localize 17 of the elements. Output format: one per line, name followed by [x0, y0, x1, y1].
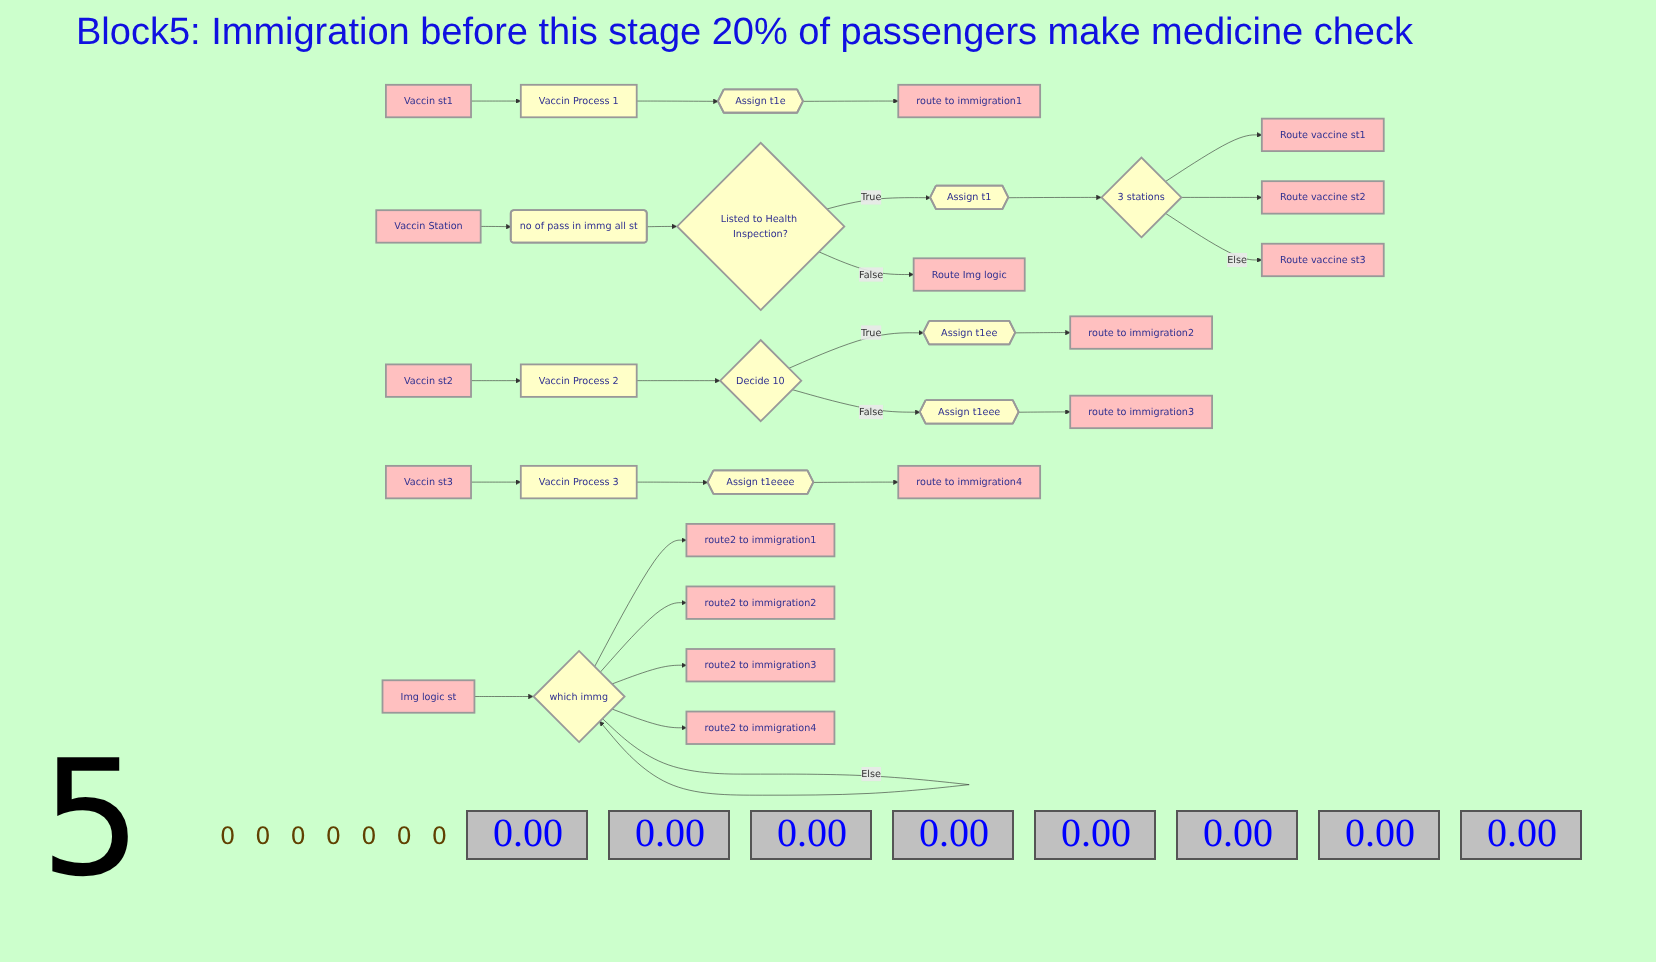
counter-text: 0	[396, 821, 412, 849]
value-display: 0.00	[1460, 810, 1583, 860]
value-display: 0.00	[1318, 810, 1441, 860]
block-number: 5	[40, 740, 142, 900]
counter-text: 0	[290, 821, 306, 849]
value-display: 0.00	[608, 810, 731, 860]
value-display: 0.00	[750, 810, 873, 860]
counter-text: 0	[255, 821, 271, 849]
value-display: 0.00	[466, 810, 589, 860]
value-display: 0.00	[1034, 810, 1157, 860]
value-display: 0.00	[1176, 810, 1299, 860]
counter-text: 0	[431, 821, 447, 849]
counter-text: 0	[361, 821, 377, 849]
counter-text: 0	[220, 821, 236, 849]
value-display: 0.00	[892, 810, 1015, 860]
counter-text: 0	[325, 821, 342, 849]
diagram-title: Block5: Immigration before this stage 20% of passengers make medicine check	[76, 12, 1413, 56]
